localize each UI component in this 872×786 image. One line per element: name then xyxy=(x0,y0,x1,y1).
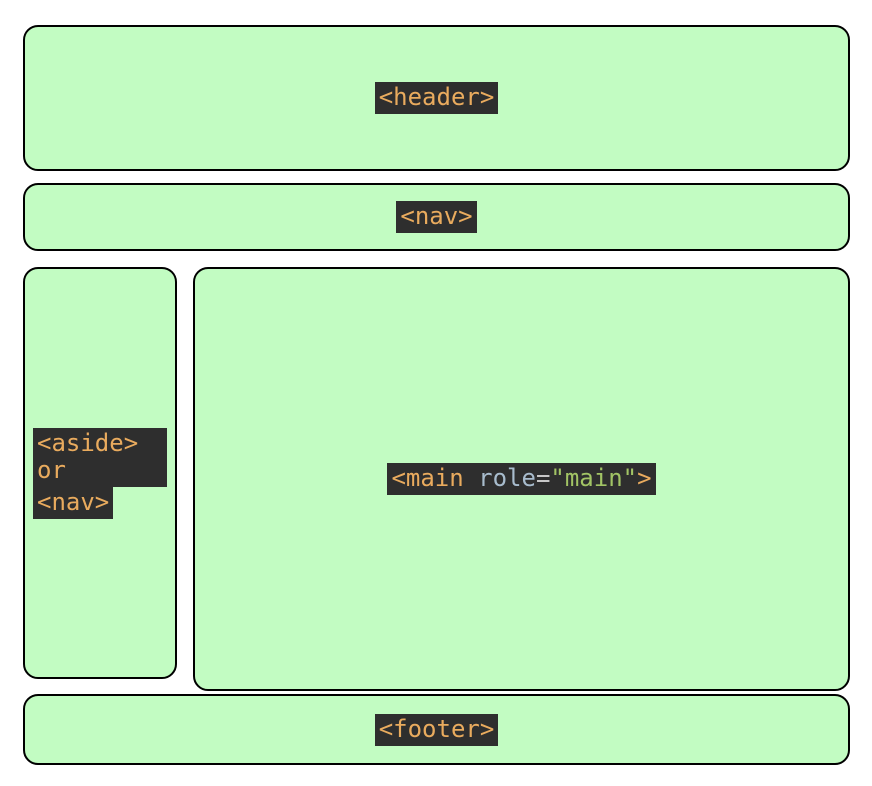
footer-box: <footer> xyxy=(23,694,850,765)
main-label-attr-name: role xyxy=(478,464,536,492)
aside-label-line-1: <aside> xyxy=(37,428,139,457)
header-box: <header> xyxy=(23,25,850,171)
main-label-equals-sign: = xyxy=(535,464,551,492)
main-label-close-bracket: > xyxy=(637,464,652,492)
main-label-open-tag: <main xyxy=(391,464,479,492)
main-label-attr-value: "main" xyxy=(550,464,638,492)
middle-row: <aside> or <nav> <main role="main"> xyxy=(23,267,850,691)
footer-label: <footer> xyxy=(374,713,499,746)
aside-label-line-2: or xyxy=(37,455,66,484)
aside-box: <aside> or <nav> xyxy=(23,267,177,679)
nav-label: <nav> xyxy=(396,201,477,233)
aside-label-block: <aside> or xyxy=(33,427,167,487)
aside-label: <aside> or <nav> xyxy=(33,427,167,519)
nav-box: <nav> xyxy=(23,183,850,251)
main-label: <main role="main"> xyxy=(387,463,656,495)
aside-label-line-3: <nav> xyxy=(33,486,114,519)
main-box: <main role="main"> xyxy=(193,267,850,691)
header-label: <header> xyxy=(374,82,499,114)
